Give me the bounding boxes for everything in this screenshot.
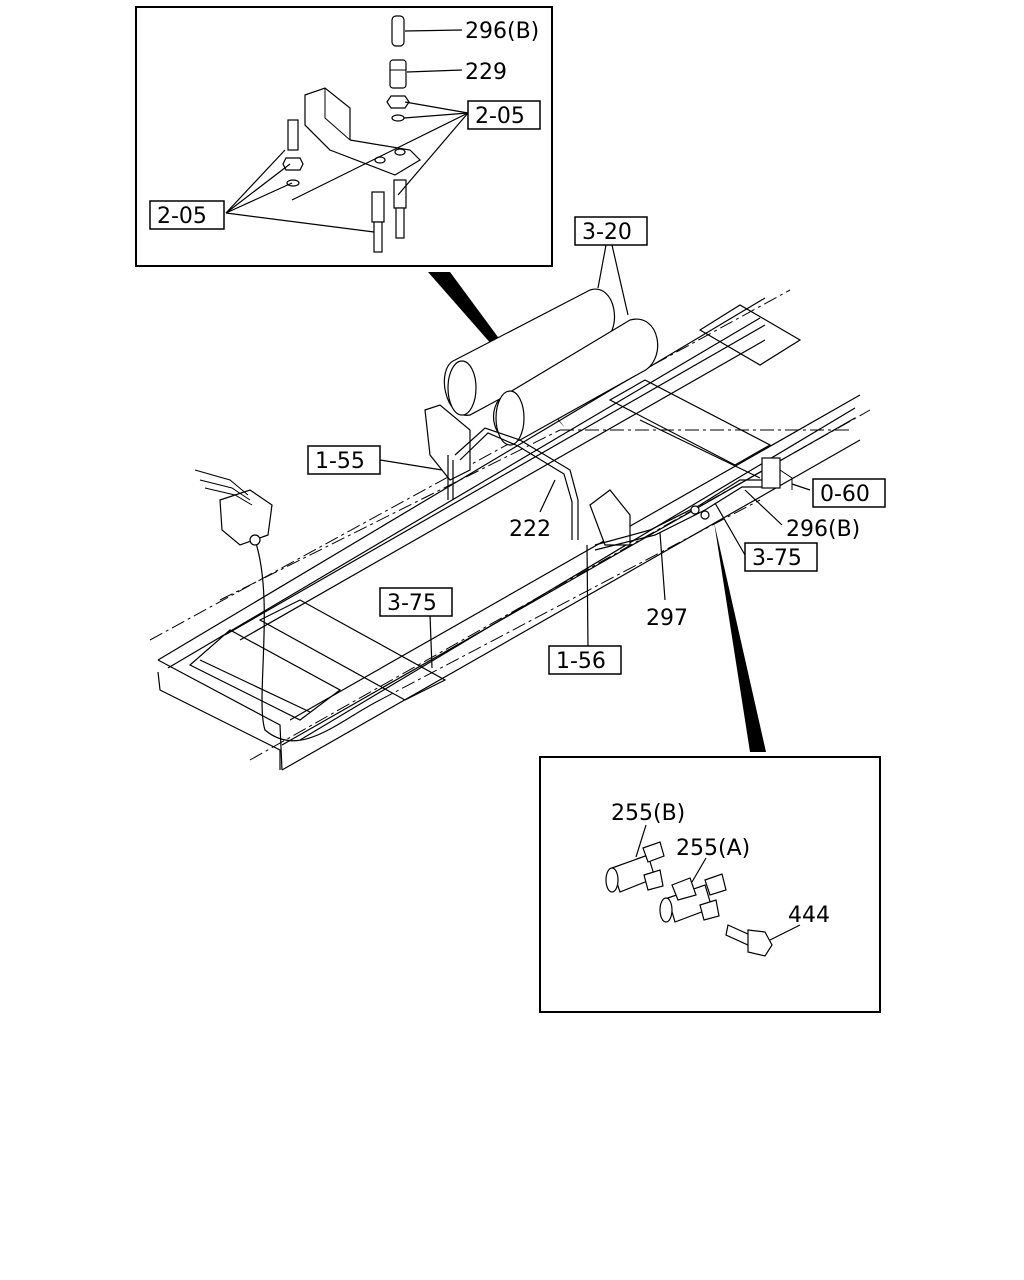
label-1-55: 1-55	[315, 449, 365, 474]
top-detail-inset: 296(B) 229 2-05 2-05	[135, 6, 553, 267]
label-2-05-right: 2-05	[475, 104, 525, 129]
label-3-75-right: 3-75	[752, 546, 802, 571]
label-229: 229	[465, 60, 507, 85]
label-3-75-left: 3-75	[387, 591, 437, 616]
tank-bracket-rear	[589, 489, 631, 546]
label-296b-top: 296(B)	[465, 19, 539, 44]
bottom-detail-inset: 255(B) 255(A) 444	[539, 756, 881, 1013]
fitting-left	[371, 191, 385, 253]
callout-pointer-bottom	[714, 522, 766, 752]
air-pipe-222	[447, 427, 579, 540]
adaptor-229	[389, 59, 407, 89]
rear-valve	[761, 457, 793, 490]
air-tanks	[443, 288, 659, 446]
tank-bracket-front	[424, 404, 471, 481]
label-0-60: 0-60	[820, 482, 870, 507]
label-255b: 255(B)	[611, 801, 685, 826]
label-222: 222	[509, 517, 551, 542]
air-pipe-297	[594, 479, 780, 551]
label-255a: 255(A)	[676, 836, 750, 861]
label-3-20: 3-20	[582, 220, 632, 245]
pin-296b	[391, 15, 405, 47]
label-297: 297	[646, 606, 688, 631]
tee-fitting-255b	[605, 841, 665, 893]
hose-3-75-front	[254, 539, 381, 742]
label-444: 444	[788, 903, 830, 928]
label-296b-mid: 296(B)	[786, 517, 860, 542]
label-1-56: 1-56	[556, 649, 606, 674]
label-2-05-left: 2-05	[157, 204, 207, 229]
bolt-444	[725, 924, 773, 957]
fitting-right	[393, 179, 407, 239]
tee-fitting-255a	[659, 873, 727, 923]
nut-washer-left	[282, 119, 304, 187]
pressure-switch	[194, 469, 273, 546]
frame-fitting	[690, 505, 710, 520]
